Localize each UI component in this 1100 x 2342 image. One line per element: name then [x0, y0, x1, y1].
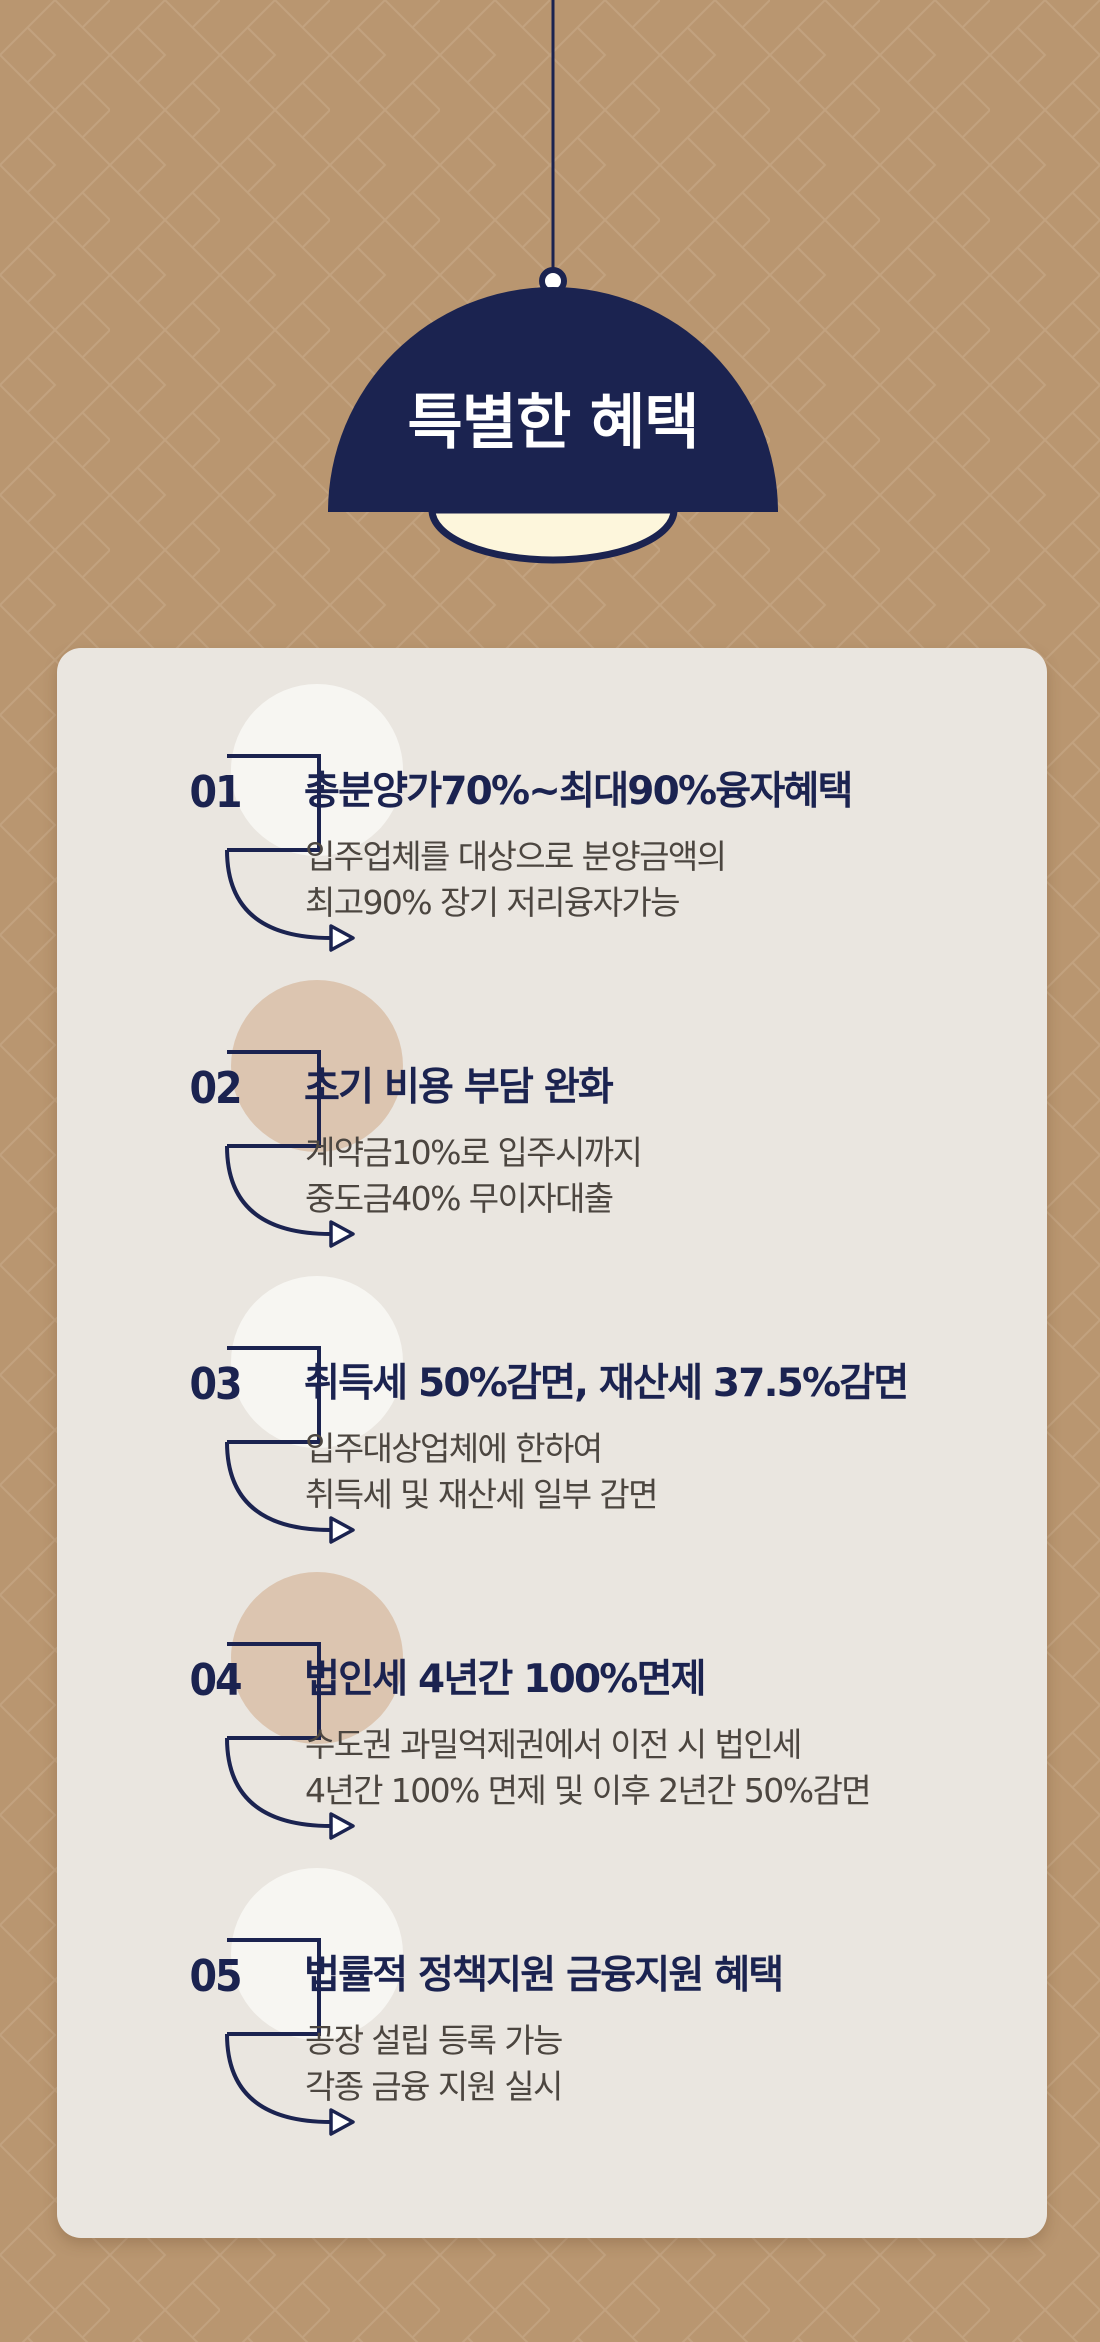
arrowhead-icon: [329, 1220, 355, 1248]
curved-arrow-line: [225, 2033, 332, 2124]
page-title: 특별한 혜택: [407, 388, 700, 458]
number-box-frame: [227, 1938, 321, 2036]
benefit-description: 계약금10%로 입주시까지 중도금40% 무이자대출: [305, 1130, 1025, 1222]
benefit-title: 취득세 50%감면, 재산세 37.5%감면: [304, 1361, 909, 1406]
benefit-number-graphic: [225, 1868, 403, 2136]
benefit-title: 총분양가70%~최대90%융자혜택: [304, 769, 853, 814]
benefit-title: 법률적 정책지원 금융지원 혜택: [304, 1953, 784, 1998]
benefit-description-line-1: 계약금10%로 입주시까지: [305, 1133, 643, 1172]
benefits-card: 01 총분양가70%~최대90%융자혜택 입주업체를 대상으로 분양금액의 최고…: [57, 648, 1047, 2238]
benefit-number: 03: [189, 1359, 242, 1410]
benefit-number: 05: [189, 1951, 242, 2002]
benefit-number: 04: [189, 1655, 242, 1706]
benefit-description: 입주업체를 대상으로 분양금액의 최고90% 장기 저리융자가능: [305, 834, 1025, 926]
arrowhead-icon: [329, 1812, 355, 1840]
benefit-number-graphic: [225, 1276, 403, 1544]
benefit-number: 01: [189, 767, 242, 818]
curved-arrow-line: [225, 1145, 332, 1236]
hanging-lamp: [328, 0, 778, 564]
benefit-item-2: 02 초기 비용 부담 완화 계약금10%로 입주시까지 중도금40% 무이자대…: [57, 944, 1047, 1248]
number-box-frame: [227, 1346, 321, 1444]
benefit-description-line-2: 최고90% 장기 저리융자가능: [305, 883, 681, 922]
number-box-frame: [227, 754, 321, 852]
benefit-description-line-2: 각종 금융 지원 실시: [305, 2067, 563, 2106]
arrowhead-icon: [329, 924, 355, 952]
benefit-description: 입주대상업체에 한하여 취득세 및 재산세 일부 감면: [305, 1426, 1025, 1518]
number-box-frame: [227, 1642, 321, 1740]
benefit-description-line-1: 입주대상업체에 한하여: [305, 1429, 603, 1468]
benefit-description-line-2: 취득세 및 재산세 일부 감면: [305, 1475, 659, 1514]
benefit-description: 공장 설립 등록 가능 각종 금융 지원 실시: [305, 2018, 1025, 2110]
benefit-item-3: 03 취득세 50%감면, 재산세 37.5%감면 입주대상업체에 한하여 취득…: [57, 1240, 1047, 1544]
benefit-item-5: 05 법률적 정책지원 금융지원 혜택 공장 설립 등록 가능 각종 금융 지원…: [57, 1832, 1047, 2136]
benefit-description: 수도권 과밀억제권에서 이전 시 법인세 4년간 100% 면제 및 이후 2년…: [305, 1722, 1025, 1814]
benefit-description-line-1: 입주업체를 대상으로 분양금액의: [305, 837, 727, 876]
curved-arrow-line: [225, 1737, 332, 1828]
benefit-number-graphic: [225, 980, 403, 1248]
benefit-title: 법인세 4년간 100%면제: [304, 1657, 707, 1702]
benefit-description-line-1: 공장 설립 등록 가능: [305, 2021, 563, 2060]
benefit-description-line-2: 4년간 100% 면제 및 이후 2년간 50%감면: [305, 1771, 872, 1810]
benefit-number: 02: [189, 1063, 242, 1114]
benefit-description-line-2: 중도금40% 무이자대출: [305, 1179, 614, 1218]
lamp-bulb: [428, 506, 678, 564]
benefit-description-line-1: 수도권 과밀억제권에서 이전 시 법인세: [305, 1725, 802, 1764]
arrowhead-icon: [329, 2108, 355, 2136]
curved-arrow-line: [225, 1441, 332, 1532]
arrowhead-icon: [329, 1516, 355, 1544]
benefit-item-4: 04 법인세 4년간 100%면제 수도권 과밀억제권에서 이전 시 법인세 4…: [57, 1536, 1047, 1840]
benefit-item-1: 01 총분양가70%~최대90%융자혜택 입주업체를 대상으로 분양금액의 최고…: [57, 648, 1047, 952]
number-box-frame: [227, 1050, 321, 1148]
benefit-number-graphic: [225, 684, 403, 952]
benefit-title: 초기 비용 부담 완화: [304, 1065, 614, 1110]
lamp-shade: [328, 287, 778, 512]
curved-arrow-line: [225, 849, 332, 940]
benefit-number-graphic: [225, 1572, 403, 1840]
